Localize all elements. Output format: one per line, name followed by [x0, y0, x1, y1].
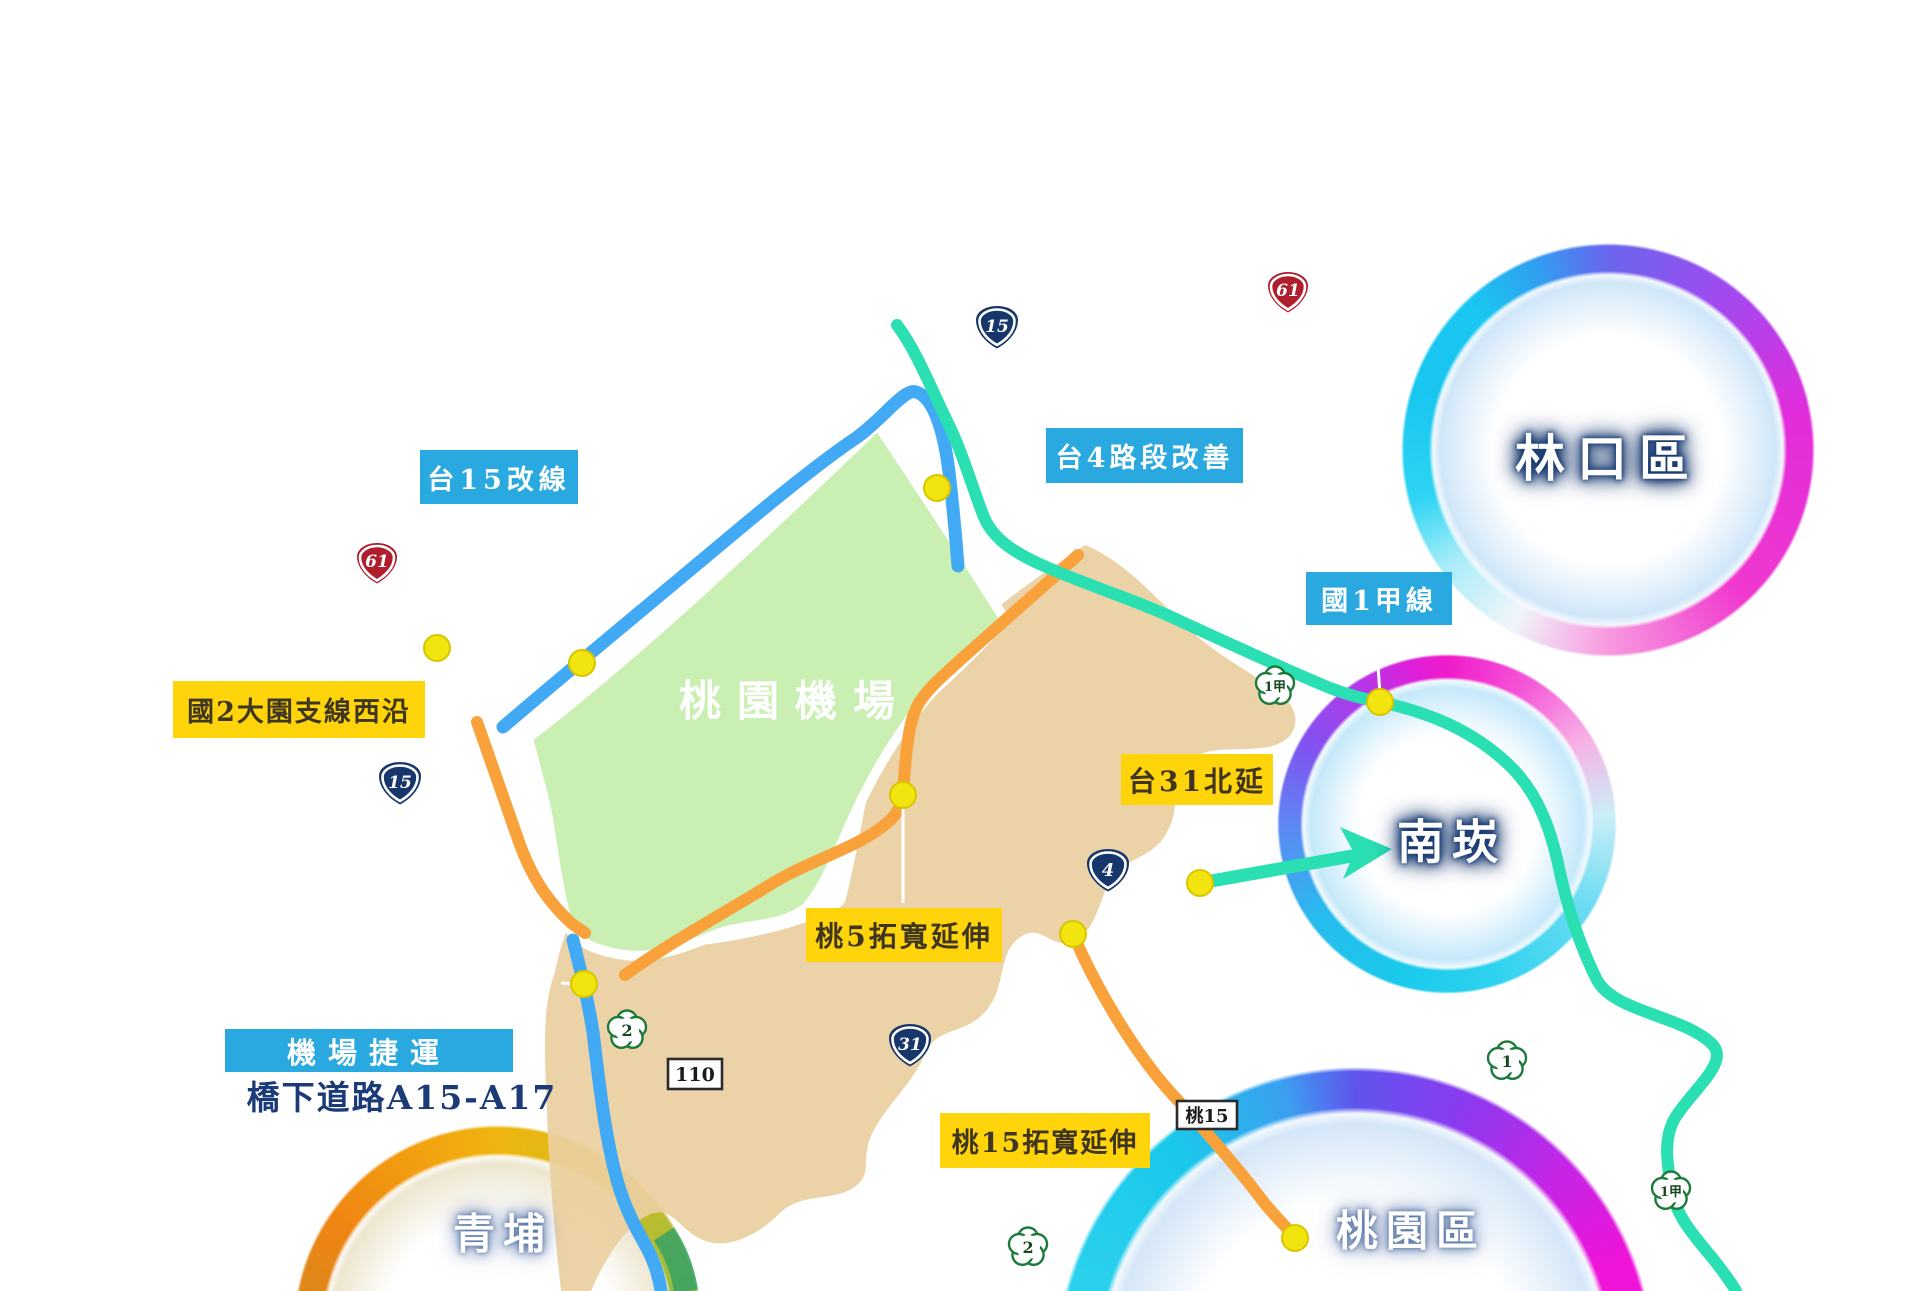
shield-blossom-1-icon: 1	[1486, 1040, 1528, 1081]
point-marker	[1366, 688, 1394, 716]
svg-text:2: 2	[621, 1021, 632, 1040]
project-label-guo2: 國2大園支線西沿	[173, 681, 425, 738]
ring-arc-under-land	[653, 1227, 698, 1291]
svg-text:61: 61	[1276, 281, 1300, 301]
project-label-guo1a: 國1甲線	[1306, 572, 1452, 625]
region-label-linkou: 林口區	[1515, 429, 1701, 488]
svg-text:4: 4	[1102, 860, 1115, 881]
svg-text:61: 61	[365, 552, 389, 572]
svg-text:15: 15	[985, 317, 1009, 337]
shield-blossom-2-icon: 2	[606, 1009, 648, 1050]
region-label-airport: 桃園機場	[678, 676, 912, 726]
point-marker	[1281, 1224, 1309, 1252]
route-tai15-blue	[496, 385, 965, 734]
shield-blossom-1a-icon: 1甲	[1254, 665, 1296, 706]
project-label-tai31: 台31北延	[1121, 754, 1273, 805]
route-tao15-orange	[1067, 928, 1301, 1244]
project-label-tao15: 桃15拓寬延伸	[940, 1113, 1150, 1168]
shield-provincial-4-icon: 4	[1087, 849, 1129, 892]
project-sublabel-mrt-underbridge: 橋下道路A15-A17	[246, 1078, 558, 1117]
point-markers	[423, 474, 1394, 1252]
point-marker	[423, 634, 451, 662]
district-ring-nankan	[1277, 654, 1617, 994]
project-label-tao5: 桃5拓寬延伸	[806, 908, 1002, 962]
arrowhead-icon	[1340, 827, 1392, 879]
project-label-tai4: 台4路段改善	[1046, 428, 1243, 483]
shield-provincial-31-icon: 31	[889, 1024, 931, 1067]
point-marker	[1186, 869, 1214, 897]
project-label-tai15: 台15改線	[420, 450, 578, 504]
svg-text:15: 15	[388, 773, 412, 793]
shield-expressway-61-icon: 61	[357, 543, 397, 584]
point-marker	[889, 781, 917, 809]
region-label-qingpu: 青埔	[452, 1209, 554, 1259]
point-marker	[570, 970, 598, 998]
shield-blossom-1a-icon: 1甲	[1650, 1170, 1692, 1211]
svg-text:2: 2	[1022, 1238, 1033, 1257]
svg-text:31: 31	[898, 1035, 922, 1055]
district-ring-linkou	[1401, 243, 1815, 657]
svg-text:1甲: 1甲	[1660, 1185, 1682, 1200]
shield-blossom-2-icon: 2	[1007, 1226, 1049, 1267]
point-marker	[568, 649, 596, 677]
ring-band	[1401, 243, 1815, 657]
shield-provincial-15-icon: 15	[976, 306, 1018, 349]
route-tai4-guo1a-teal	[891, 319, 1742, 1291]
ring-band	[1277, 654, 1617, 994]
point-marker	[1059, 920, 1087, 948]
connector-guo1a	[1375, 651, 1382, 695]
region-label-taoyuan: 桃園區	[1335, 1206, 1487, 1256]
svg-text:桃15: 桃15	[1185, 1105, 1228, 1127]
shield-rect-tao15-icon: 桃15	[1175, 1099, 1239, 1131]
route-tai31-arrow-shaft	[1193, 849, 1359, 890]
shield-expressway-61-icon: 61	[1268, 272, 1308, 313]
project-label-mrt: 機場捷運	[225, 1029, 513, 1072]
route-mrt-blue	[566, 933, 668, 1291]
route-guo2-orange	[471, 716, 591, 939]
region-label-nankan: 南崁	[1397, 815, 1507, 871]
svg-text:110: 110	[675, 1064, 715, 1086]
svg-text:1: 1	[1501, 1052, 1512, 1071]
shield-provincial-15-icon: 15	[379, 762, 421, 805]
point-marker	[923, 474, 951, 502]
shield-rect-110-icon: 110	[666, 1057, 724, 1091]
svg-text:1甲: 1甲	[1264, 680, 1286, 695]
